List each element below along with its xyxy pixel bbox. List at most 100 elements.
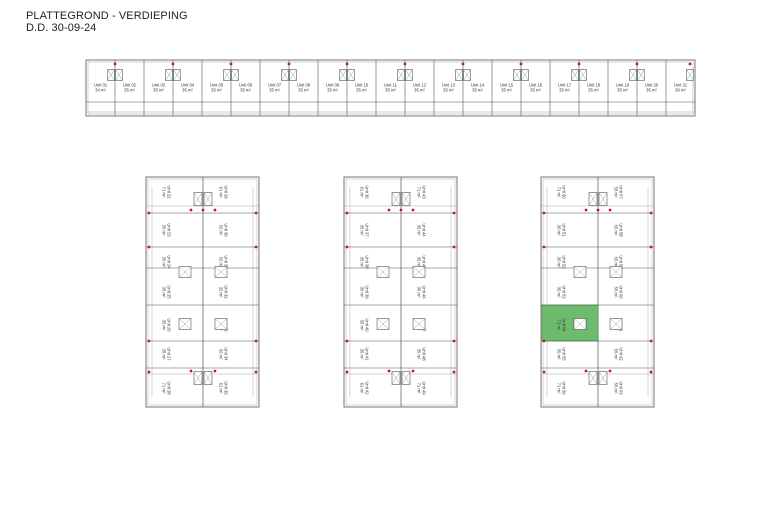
- elevator-shaft: [686, 69, 694, 81]
- block-outline: [343, 176, 458, 408]
- entrance-marker: [345, 245, 349, 249]
- unit-number: Unit 39: [365, 285, 370, 299]
- stair-shaft: [391, 192, 401, 206]
- entrance-marker: [596, 208, 600, 212]
- unit-number: Unit 25: [167, 285, 172, 299]
- shaft-cross: [588, 192, 598, 206]
- elevator-shaft: [571, 69, 579, 81]
- unit-number: Unit 16: [529, 83, 543, 88]
- shaft-cross: [178, 266, 192, 278]
- unit-area: 61 m²: [219, 187, 224, 198]
- entrance-marker: [519, 62, 523, 66]
- shaft-cross: [412, 266, 426, 278]
- plan-date: D.D. 30-09-24: [26, 22, 97, 34]
- unit-area: 32 m²: [219, 287, 224, 298]
- unit-area: 61 m²: [219, 383, 224, 394]
- elevator-shaft: [281, 69, 289, 81]
- stair-shaft: [588, 192, 598, 206]
- unit-number: Unit 36: [365, 185, 370, 199]
- block-inner-outline: [147, 178, 258, 406]
- block-inner-outline: [345, 178, 456, 406]
- entrance-marker: [189, 208, 193, 212]
- unit-area: 35 m²: [162, 320, 167, 331]
- unit-number: Unit 40: [365, 318, 370, 332]
- entrance-marker: [542, 339, 546, 343]
- shaft-cross: [214, 266, 228, 278]
- shaft-cross: [376, 266, 390, 278]
- shaft-cross: [231, 69, 239, 81]
- elevator-shaft: [573, 266, 587, 278]
- unit-number: Unit 45: [422, 255, 427, 269]
- entrance-marker: [189, 369, 193, 373]
- entrance-marker: [147, 370, 151, 374]
- entrance-marker: [411, 369, 415, 373]
- unit-number: Unit 18: [587, 83, 601, 88]
- unit-number: Unit 27: [167, 347, 172, 361]
- unit-area: 35 m²: [124, 88, 135, 93]
- elevator-shaft: [165, 69, 173, 81]
- unit-area: 55 m²: [614, 349, 619, 360]
- shaft-cross: [178, 318, 192, 330]
- unit-number: Unit 29: [224, 185, 229, 199]
- unit-area: 35 m²: [153, 88, 164, 93]
- shaft-cross: [107, 69, 115, 81]
- stair-shaft: [391, 371, 401, 385]
- elevator-shaft: [115, 69, 123, 81]
- unit-number: Unit 63: [619, 381, 624, 395]
- stair-shaft: [401, 371, 411, 385]
- elevator-shaft: [579, 69, 587, 81]
- stair-shaft: [598, 371, 608, 385]
- entrance-marker: [171, 62, 175, 66]
- building-inner-outline: [87, 61, 694, 115]
- plan-header: PLATTEGROND - VERDIEPING D.D. 30-09-24: [26, 10, 188, 34]
- unit-number: Unit 49: [422, 381, 427, 395]
- shaft-cross: [573, 266, 587, 278]
- unit-area: 35 m²: [240, 88, 251, 93]
- unit-area: 55 m²: [614, 225, 619, 236]
- unit-number: Unit 12: [413, 83, 427, 88]
- unit-number: Unit 05: [210, 83, 224, 88]
- unit-number: Unit 44: [422, 223, 427, 237]
- unit-area: 35 m²: [530, 88, 541, 93]
- unit-area: 35 m²: [162, 225, 167, 236]
- stair-shaft: [193, 371, 203, 385]
- unit-number: Unit 07: [268, 83, 282, 88]
- shaft-cross: [214, 318, 228, 330]
- entrance-marker: [649, 211, 653, 215]
- unit-number: Unit 42: [365, 381, 370, 395]
- elevator-shaft: [376, 266, 390, 278]
- entrance-marker: [403, 62, 407, 66]
- unit-number: Unit 11: [384, 83, 398, 88]
- unit-number: Unit 59: [619, 255, 624, 269]
- shaft-cross: [391, 371, 401, 385]
- entrance-marker: [542, 370, 546, 374]
- unit-number: Unit 13: [442, 83, 456, 88]
- unit-area: 35 m²: [501, 88, 512, 93]
- unit-number: Unit 08: [297, 83, 311, 88]
- elevator-shaft: [463, 69, 471, 81]
- unit-area: 35 m²: [162, 349, 167, 360]
- unit-number: Unit 34: [224, 347, 229, 361]
- unit-number: Unit 02: [123, 83, 137, 88]
- building-outline: [85, 59, 696, 117]
